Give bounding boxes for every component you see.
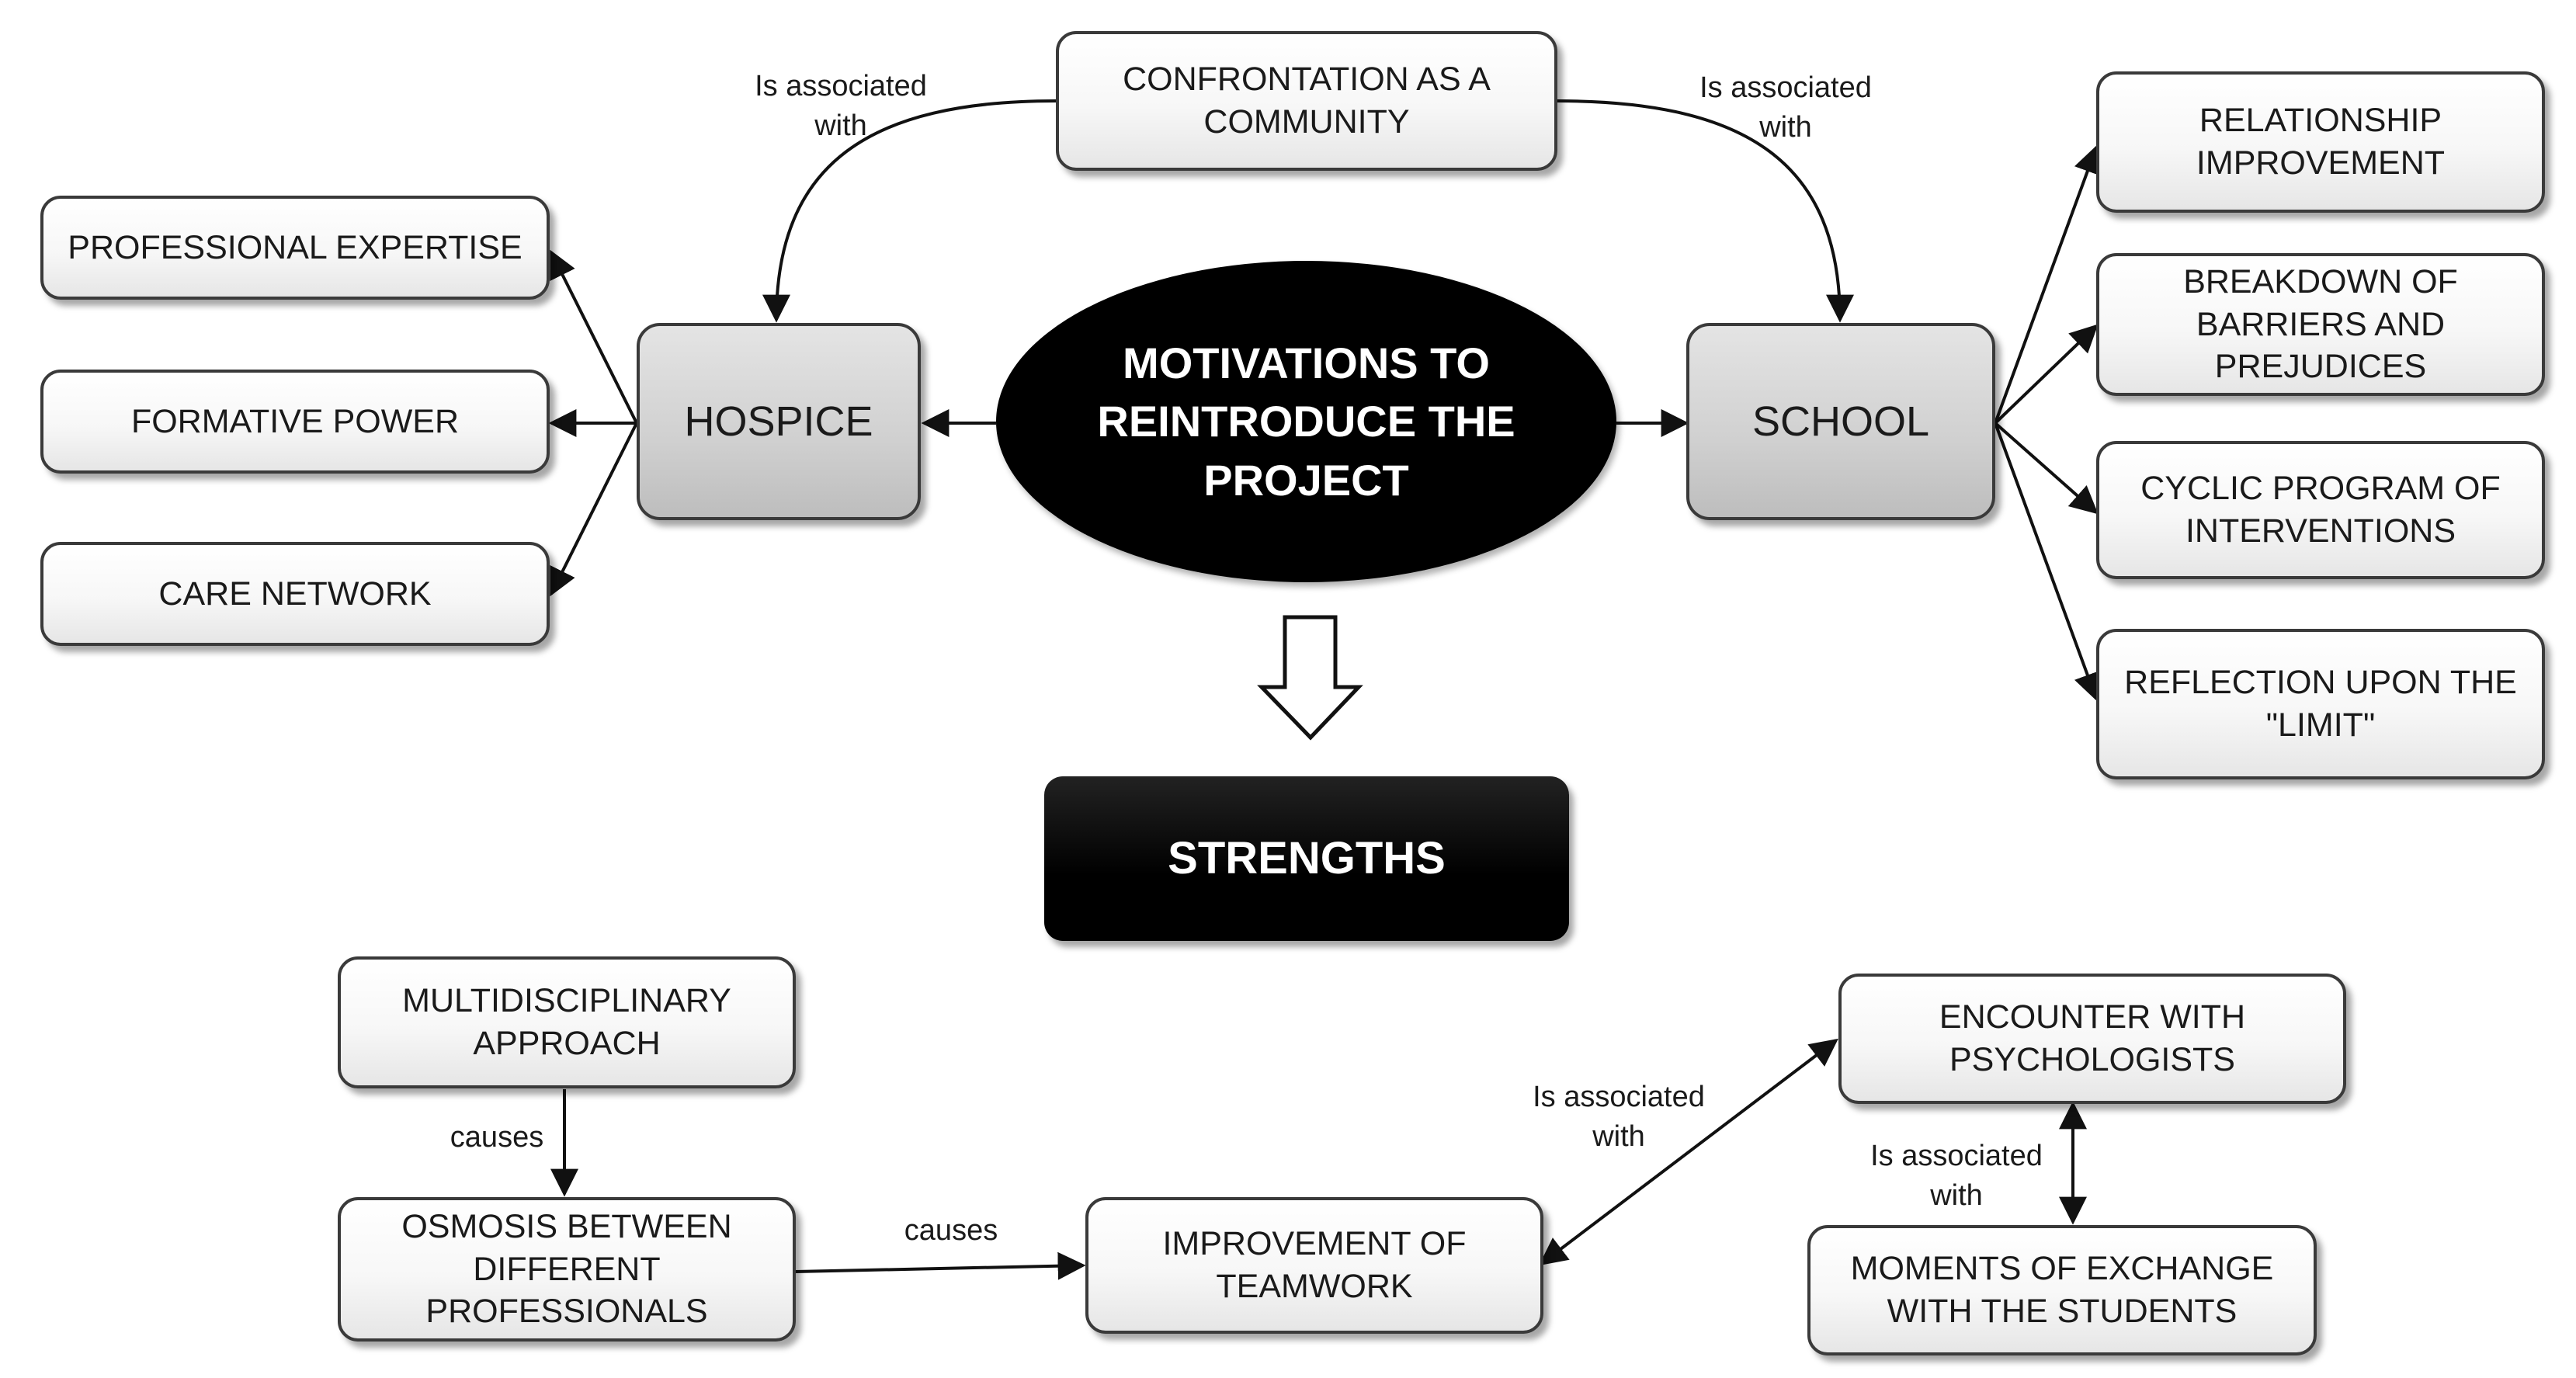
node-breakdown-barriers: BREAKDOWN OF BARRIERS AND PREJUDICES: [2096, 253, 2545, 396]
label-causes-1: causes: [450, 1121, 544, 1154]
node-relationship-improvement: RELATIONSHIP IMPROVEMENT: [2096, 71, 2545, 213]
node-teamwork: IMPROVEMENT OF TEAMWORK: [1085, 1197, 1543, 1334]
edge-school-cyclic: [1994, 422, 2099, 515]
node-hospice: HOSPICE: [637, 323, 921, 520]
down-arrow-icon: [1257, 615, 1363, 741]
node-reflection-limit: REFLECTION UPON THE "LIMIT": [2096, 629, 2545, 779]
label-causes-2: causes: [904, 1214, 998, 1247]
edge-top-to-school: [1557, 99, 1854, 323]
node-motivations: MOTIVATIONS TO REINTRODUCE THE PROJECT: [996, 261, 1616, 582]
node-cyclic-program: CYCLIC PROGRAM OF INTERVENTIONS: [2096, 441, 2545, 579]
node-school: SCHOOL: [1686, 323, 1995, 520]
node-multidisciplinary: MULTIDISCIPLINARY APPROACH: [338, 956, 796, 1088]
edge-top-to-hospice: [762, 99, 1057, 323]
label-assoc-psych: Is associated with: [1870, 1140, 2043, 1213]
label-assoc-teamwork: Is associated with: [1533, 1081, 1705, 1154]
node-formative-power: FORMATIVE POWER: [40, 370, 550, 474]
node-strengths: STRENGTHS: [1044, 776, 1569, 941]
edge-teamwork-psych: [1539, 1038, 1838, 1266]
edge-osmosis-to-teamwork: [795, 1251, 1086, 1280]
node-professional-expertise: PROFESSIONAL EXPERTISE: [40, 196, 550, 300]
node-confrontation: CONFRONTATION AS A COMMUNITY: [1056, 31, 1557, 171]
node-exchange: MOMENTS OF EXCHANGE WITH THE STUDENTS: [1807, 1225, 2317, 1355]
edge-school-barriers: [1994, 324, 2099, 425]
edge-hospice-care: [550, 422, 638, 597]
edge-school-reflection: [1994, 422, 2101, 702]
label-assoc-left: Is associated with: [755, 70, 927, 143]
edge-hospice-expertise: [550, 249, 638, 424]
node-psychologists: ENCOUNTER WITH PSYCHOLOGISTS: [1838, 974, 2346, 1104]
node-care-network: CARE NETWORK: [40, 542, 550, 646]
node-osmosis: OSMOSIS BETWEEN DIFFERENT PROFESSIONALS: [338, 1197, 796, 1342]
label-assoc-right: Is associated with: [1699, 71, 1872, 144]
edge-school-relationship: [1994, 144, 2101, 424]
